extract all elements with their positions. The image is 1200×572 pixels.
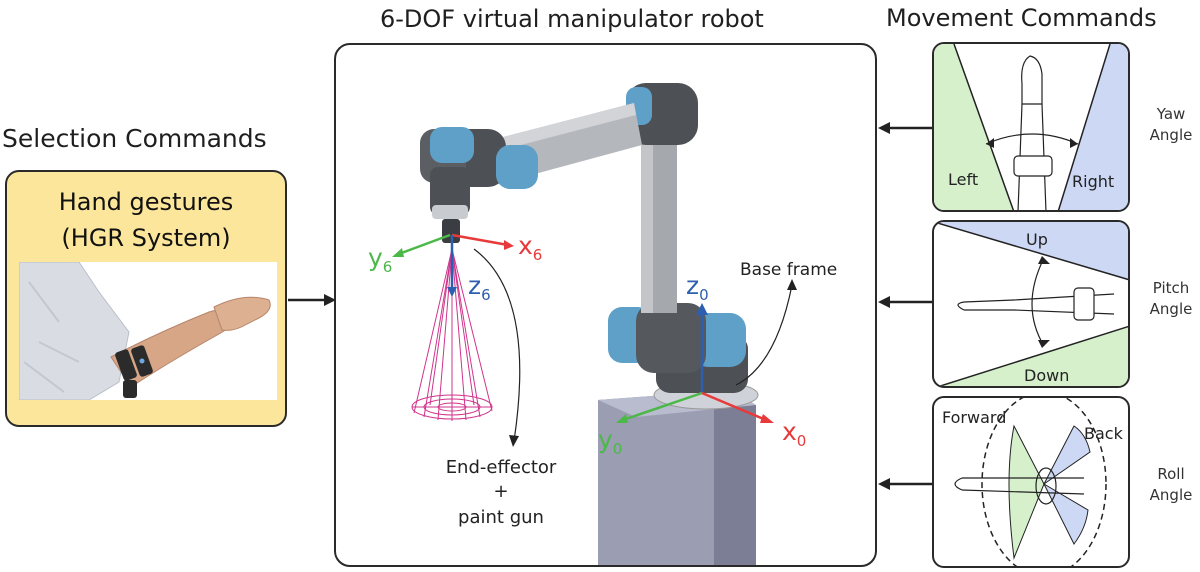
paint-spray-cone bbox=[411, 248, 493, 421]
roll-arrow bbox=[878, 478, 932, 490]
hgr-system-box: Hand gestures (HGR System) bbox=[5, 170, 287, 427]
myo-armband bbox=[115, 345, 153, 398]
roll-forward-label: Forward bbox=[942, 408, 1007, 427]
pitch-command-panel: Up Down bbox=[932, 220, 1130, 388]
arm-photo bbox=[19, 262, 277, 400]
movement-commands-title: Movement Commands bbox=[886, 4, 1157, 32]
yaw-right-label: Right bbox=[1072, 172, 1115, 191]
tool-frame-axes bbox=[392, 233, 514, 297]
base-frame-leader bbox=[735, 284, 793, 386]
roll-command-panel: Forward Back bbox=[932, 396, 1130, 568]
yaw-illustration bbox=[934, 44, 1128, 210]
robot-illustration bbox=[392, 83, 797, 565]
robot-panel: y6 x6 z6 z0 y0 x0 Base frame End-effecto… bbox=[334, 43, 877, 567]
end-effector-label-plus: + bbox=[493, 481, 509, 502]
tool-z-label: z6 bbox=[468, 271, 491, 304]
yaw-command-panel: Left Right bbox=[932, 42, 1130, 212]
roll-illustration bbox=[954, 398, 1107, 566]
hgr-to-robot-arrow bbox=[288, 294, 336, 306]
diagram-title: 6-DOF virtual manipulator robot bbox=[380, 5, 764, 33]
base-y-label: y0 bbox=[598, 425, 623, 458]
base-z-label: z0 bbox=[686, 271, 709, 304]
end-effector-leader bbox=[473, 248, 521, 442]
pitch-illustration bbox=[934, 222, 1128, 386]
base-x-label: x0 bbox=[782, 417, 807, 450]
base-frame-axes bbox=[616, 303, 774, 423]
pitch-down-label: Down bbox=[1024, 366, 1070, 385]
pitch-arrow bbox=[878, 296, 932, 308]
tool-y-label: y6 bbox=[368, 243, 393, 276]
selection-commands-title: Selection Commands bbox=[2, 124, 267, 153]
yaw-arrow bbox=[878, 122, 932, 134]
yaw-left-label: Left bbox=[948, 170, 979, 189]
end-effector-label-line3: paint gun bbox=[458, 507, 544, 528]
hgr-label-line2: (HGR System) bbox=[61, 224, 231, 252]
robot-pedestal bbox=[598, 390, 756, 565]
tool-x-label: x6 bbox=[518, 231, 543, 264]
arm-with-armband-illustration bbox=[19, 262, 271, 400]
base-frame-label: Base frame bbox=[740, 260, 838, 280]
roll-back-label: Back bbox=[1084, 424, 1123, 443]
hgr-label-line1: Hand gestures bbox=[58, 188, 234, 216]
end-effector-label-line1: End-effector bbox=[445, 457, 557, 478]
pitch-up-label: Up bbox=[1026, 230, 1048, 249]
